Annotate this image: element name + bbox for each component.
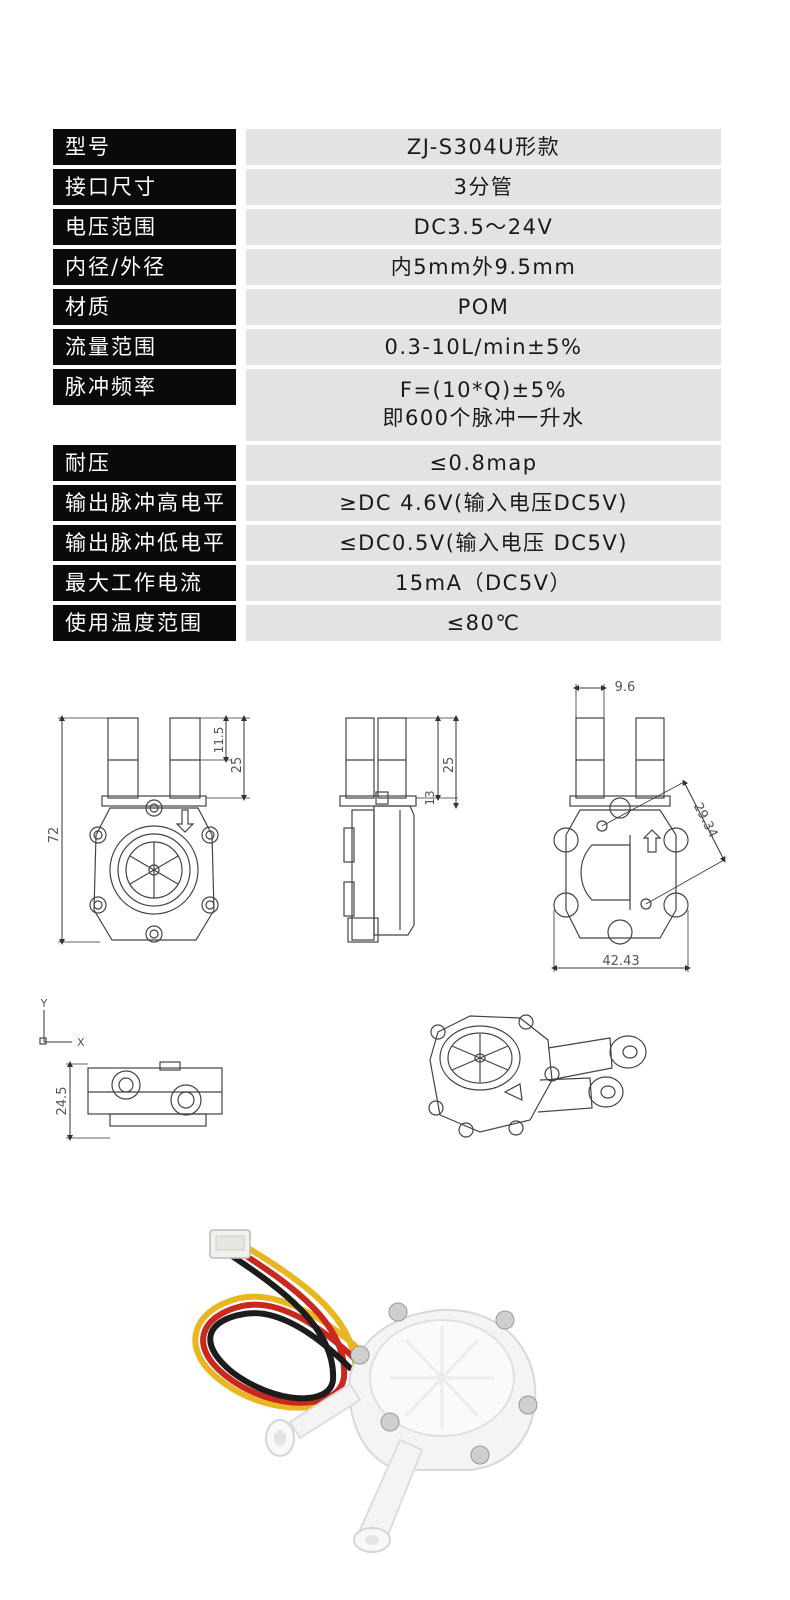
front-view-drawing <box>58 715 250 945</box>
front-dim-pipe: 25 <box>230 757 245 774</box>
spec-label: 输出脉冲低电平 <box>53 525 236 561</box>
spec-value: ≤0.8map <box>246 445 721 481</box>
spec-row-interface: 接口尺寸 3分管 <box>53 169 721 205</box>
spec-label: 型号 <box>53 129 236 165</box>
bottom-axis-y: Y <box>40 997 48 1010</box>
spec-row-high-level: 输出脉冲高电平 ≥DC 4.6V(输入电压DC5V) <box>53 485 721 521</box>
spec-label: 电压范围 <box>53 209 236 245</box>
spec-row-diameter: 内径/外径 内5mm外9.5mm <box>53 249 721 285</box>
spec-label: 脉冲频率 <box>53 369 236 405</box>
sensor-wires <box>192 1245 373 1411</box>
side-view-drawing <box>339 715 459 943</box>
spec-value: ZJ-S304U形款 <box>246 129 721 165</box>
spec-label: 流量范围 <box>53 329 236 365</box>
spec-value: F=(10*Q)±5% 即600个脉冲一升水 <box>246 369 721 441</box>
technical-drawings: 72 25 11.5 25 13 <box>39 680 726 1141</box>
side-dim-pipe: 25 <box>442 757 457 774</box>
spec-value: ≤80℃ <box>246 605 721 641</box>
spec-value: ≤DC0.5V(输入电压 DC5V) <box>246 525 721 561</box>
spec-value: 0.3-10L/min±5% <box>246 329 721 365</box>
bottom-axis-x: X <box>77 1036 85 1049</box>
spec-row-pressure: 耐压 ≤0.8map <box>53 445 721 481</box>
spec-label: 输出脉冲高电平 <box>53 485 236 521</box>
spec-value: ≥DC 4.6V(输入电压DC5V) <box>246 485 721 521</box>
front-dim-total: 72 <box>47 827 62 844</box>
spec-row-low-level: 输出脉冲低电平 ≤DC0.5V(输入电压 DC5V) <box>53 525 721 561</box>
spec-label: 耐压 <box>53 445 236 481</box>
spec-value-line2: 即600个脉冲一升水 <box>382 406 585 430</box>
bottom-view-drawing <box>39 1010 223 1141</box>
spec-value: 15mA（DC5V） <box>246 565 721 601</box>
spec-row-material: 材质 POM <box>53 289 721 325</box>
spec-row-current: 最大工作电流 15mA（DC5V） <box>53 565 721 601</box>
isometric-view-drawing <box>428 1014 647 1138</box>
front-dim-tip: 11.5 <box>212 727 226 754</box>
wire-connector <box>209 1229 251 1259</box>
spec-row-pulse: 脉冲频率 F=(10*Q)±5% 即600个脉冲一升水 <box>53 369 721 441</box>
spec-row-model: 型号 ZJ-S304U形款 <box>53 129 721 165</box>
back-dim-width: 42.43 <box>602 954 639 969</box>
spec-label: 内径/外径 <box>53 249 236 285</box>
spec-value: 3分管 <box>246 169 721 205</box>
spec-label: 材质 <box>53 289 236 325</box>
spec-label: 使用温度范围 <box>53 605 236 641</box>
back-dim-diag: 29.34 <box>690 800 720 840</box>
back-dim-top: 9.6 <box>615 680 636 695</box>
spec-value: DC3.5～24V <box>246 209 721 245</box>
spec-value: 内5mm外9.5mm <box>246 249 721 285</box>
spec-label: 接口尺寸 <box>53 169 236 205</box>
spec-value-line1: F=(10*Q)±5% <box>399 378 568 402</box>
spec-row-temperature: 使用温度范围 ≤80℃ <box>53 605 721 641</box>
bottom-dim-height: 24.5 <box>55 1087 70 1116</box>
spec-table: 型号 ZJ-S304U形款 接口尺寸 3分管 电压范围 DC3.5～24V 内径… <box>53 129 721 645</box>
spec-row-flow: 流量范围 0.3-10L/min±5% <box>53 329 721 365</box>
spec-row-voltage: 电压范围 DC3.5～24V <box>53 209 721 245</box>
side-dim-base: 13 <box>423 790 437 805</box>
spec-value: POM <box>246 289 721 325</box>
sensor-body <box>265 1302 538 1553</box>
back-view-drawing <box>551 684 726 972</box>
spec-label: 最大工作电流 <box>53 565 236 601</box>
product-photo <box>192 1229 538 1553</box>
